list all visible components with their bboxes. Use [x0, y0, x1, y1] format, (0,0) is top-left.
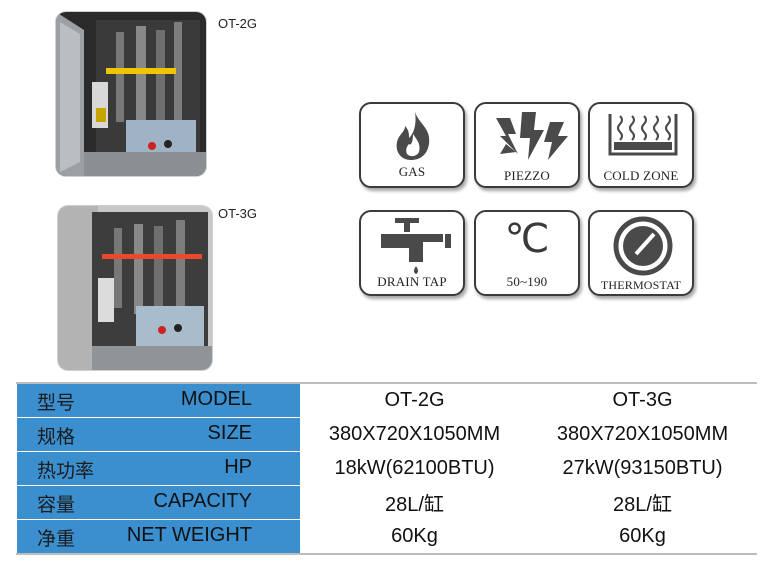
table-row: 容量 CAPACITY 28L/缸 28L/缸: [16, 485, 757, 520]
product-caption: OT-3G: [218, 206, 258, 221]
product-caption: OT-2G: [218, 16, 258, 31]
label-cn: 规格: [37, 426, 76, 448]
dial-icon: [613, 216, 673, 276]
table-row: 净重 NET WEIGHT 60Kg 60Kg: [16, 519, 757, 555]
cell-ot-2g: 380X720X1050MM: [300, 417, 529, 452]
label-cn: 净重: [37, 528, 76, 550]
feature-label: THERMOSTAT: [600, 278, 682, 292]
cell-ot-2g: 18kW(62100BTU): [300, 451, 529, 486]
label-en: CAPACITY: [153, 490, 252, 512]
cold-zone-icon: [608, 114, 678, 156]
feature-label: 50~190: [506, 274, 548, 289]
row-header: 热功率 HP: [16, 451, 301, 486]
feature-piezzo: PIEZZO: [474, 102, 580, 188]
table-row: 热功率 HP 18kW(62100BTU) 27kW(93150BTU): [16, 451, 757, 486]
cell-ot-2g: OT-2G: [300, 382, 529, 418]
lightning-icon: [496, 112, 568, 160]
feature-label: DRAIN TAP: [377, 274, 447, 289]
cell-ot-3g: 27kW(93150BTU): [528, 451, 757, 486]
feature-gas: GAS: [359, 102, 465, 188]
feature-temperature: ℃ 50~190: [474, 210, 580, 296]
cell-ot-2g: 28L/缸: [300, 485, 529, 520]
cell-ot-3g: OT-3G: [528, 382, 757, 418]
row-header: 规格 SIZE: [16, 417, 301, 452]
label-en: NET WEIGHT: [126, 524, 252, 546]
row-header: 容量 CAPACITY: [16, 485, 301, 520]
celsius-icon: ℃: [504, 216, 550, 262]
cell-ot-3g: 60Kg: [528, 519, 757, 555]
label-en: SIZE: [207, 422, 252, 444]
feature-label: COLD ZONE: [603, 168, 679, 183]
product-photo-ot-3g: [58, 206, 212, 370]
product-photo-ot-2g: [56, 12, 206, 176]
label-cn: 型号: [37, 392, 76, 414]
table-row: 型号 MODEL OT-2G OT-3G: [16, 382, 757, 418]
label-cn: 热功率: [37, 460, 95, 482]
cell-ot-2g: 60Kg: [300, 519, 529, 555]
label-en: HP: [224, 456, 252, 478]
flame-icon: [396, 112, 430, 160]
feature-drain-tap: DRAIN TAP: [359, 210, 465, 296]
faucet-icon: [381, 218, 451, 274]
cell-ot-3g: 28L/缸: [528, 485, 757, 520]
row-header: 型号 MODEL: [16, 382, 301, 418]
label-cn: 容量: [37, 494, 76, 516]
table-row: 规格 SIZE 380X720X1050MM 380X720X1050MM: [16, 417, 757, 452]
spec-table: 型号 MODEL OT-2G OT-3G 规格 SIZE 380X720X1050M…: [16, 382, 757, 555]
row-header: 净重 NET WEIGHT: [16, 519, 301, 555]
label-en: MODEL: [180, 388, 252, 410]
cell-ot-3g: 380X720X1050MM: [528, 417, 757, 452]
feature-thermostat: THERMOSTAT: [588, 210, 694, 296]
feature-cold-zone: COLD ZONE: [588, 102, 694, 188]
feature-label: GAS: [398, 164, 426, 179]
feature-label: PIEZZO: [504, 168, 550, 183]
